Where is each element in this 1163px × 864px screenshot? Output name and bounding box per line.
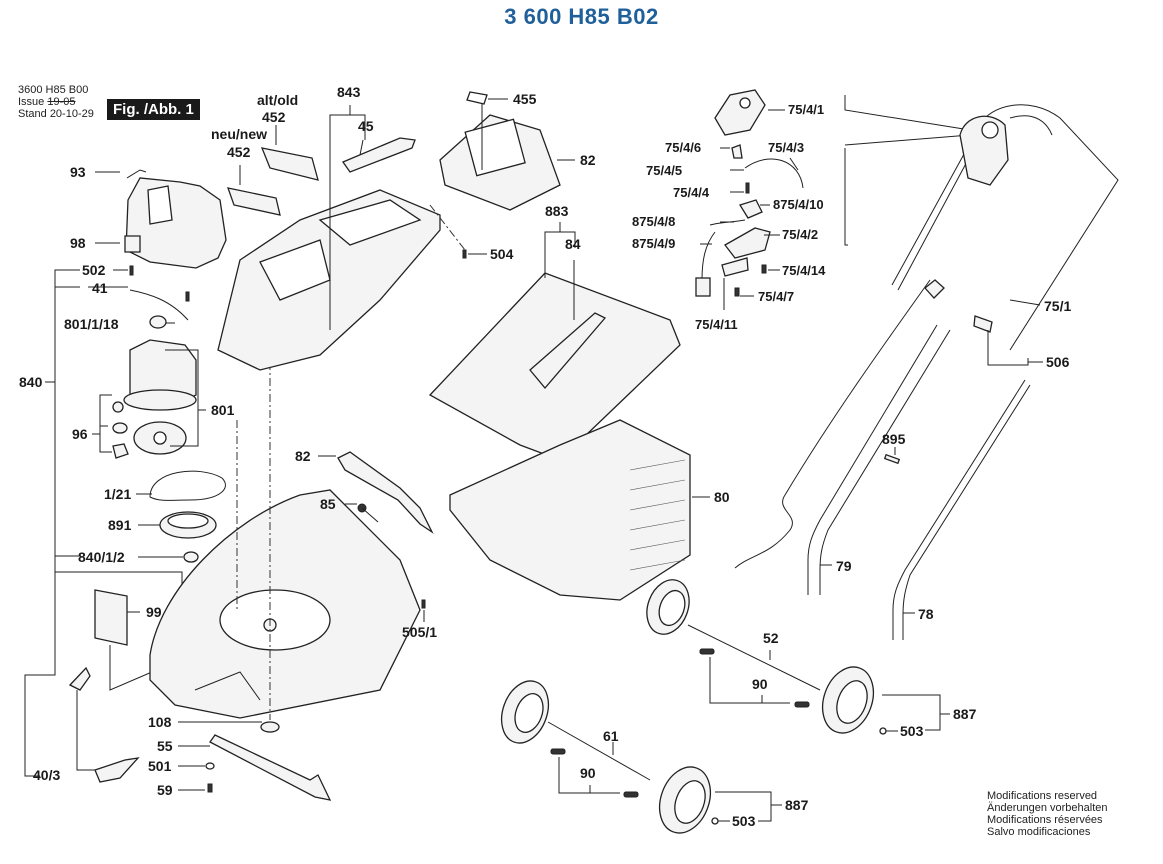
part-label: 503 [732,813,756,829]
part-label: 75/4/11 [695,317,738,332]
part-label: 45 [358,118,374,134]
drawing-title: 3 600 H85 B02 [504,4,659,29]
part-label: 883 [545,203,569,219]
upper-housing-part [217,189,441,371]
note-line: Änderungen vorbehalten [987,802,1108,814]
revision-block: 3600 H85 B00 Issue 19-05 Stand 20-10-29 [18,84,94,120]
part-label: 503 [900,723,924,739]
note-line: Modifications reserved [987,790,1098,802]
part-label: 75/4/2 [782,227,819,242]
part-label: 891 [108,517,132,533]
part-label: 75/4/7 [758,289,795,304]
part-label: 502 [82,262,106,278]
modifications-notice: Modifications reserved Änderungen vorbeh… [987,790,1107,838]
part-label: 452 [227,144,251,160]
switch-assembly-part [695,89,804,297]
front-wheel-left [500,680,550,744]
part-label: 40/3 [33,767,61,783]
part-label: 93 [70,164,86,180]
part-label: 55 [157,738,173,754]
part-label: 108 [148,714,172,730]
model-ref: 3600 H85 B00 [18,84,89,96]
issue-label: Issue [18,96,45,108]
part-label: 75/4/6 [665,140,702,155]
switch-housing-part [124,169,227,269]
motor-part [123,339,197,455]
rear-wheel-right [821,666,875,734]
part-label: 75/4/3 [768,140,805,155]
part-label: 506 [1046,354,1070,370]
part-label: 504 [490,246,514,262]
part-label: 840/1/2 [78,549,125,565]
part-label: 80 [714,489,730,505]
part-label: 78 [918,606,934,622]
rear-wheel-left [646,579,690,635]
part-label: 75/4/1 [788,102,825,117]
part-label: 801 [211,402,235,418]
part-label: 79 [836,558,852,574]
part-label: 843 [337,84,361,100]
part-label: 875/4/9 [632,236,676,251]
part-label: 875/4/8 [632,214,676,229]
part-label: 98 [70,235,86,251]
part-label: 59 [157,782,173,798]
part-label: 99 [146,604,162,620]
part-label: 85 [320,496,336,512]
part-label: 52 [763,630,779,646]
mower-deck-part [149,489,421,719]
part-label: 75/4/4 [673,185,710,200]
part-label: 887 [953,706,977,722]
note-line: Modifications réservées [987,814,1103,826]
part-label: 801/1/18 [64,316,119,332]
part-label: 75/4/5 [646,163,683,178]
stand-date: 20-10-29 [49,108,94,120]
part-label: 452 [262,109,286,125]
part-label: 84 [565,236,581,252]
grass-box-part [449,419,691,601]
part-label: 505/1 [402,624,438,640]
part-label: 90 [752,676,768,692]
part-label: 75/1 [1044,298,1072,314]
part-label: 82 [580,152,596,168]
part-label: 840 [19,374,43,390]
part-label: 82 [295,448,311,464]
part-label: 1/21 [104,486,132,502]
part-label: 61 [603,728,619,744]
note-line: Salvo modificaciones [987,826,1091,838]
part-label: 887 [785,797,809,813]
part-label: 895 [882,431,906,447]
figure-badge: Fig. /Abb. 1 [107,99,200,120]
label-neu-new: neu/new [211,126,268,142]
stand-label: Stand [18,108,47,120]
part-label: 90 [580,765,596,781]
front-wheel-right [658,766,712,834]
issue-date-struck: 19-05 [47,96,76,108]
part-label: 75/4/14 [782,263,826,278]
handle-part [891,104,1119,351]
label-alt-old: alt/old [257,92,299,108]
part-label: 41 [92,280,108,296]
part-label: 96 [72,426,88,442]
part-label: 501 [148,758,172,774]
part-label: 455 [513,91,537,107]
part-label: 875/4/10 [773,197,824,212]
